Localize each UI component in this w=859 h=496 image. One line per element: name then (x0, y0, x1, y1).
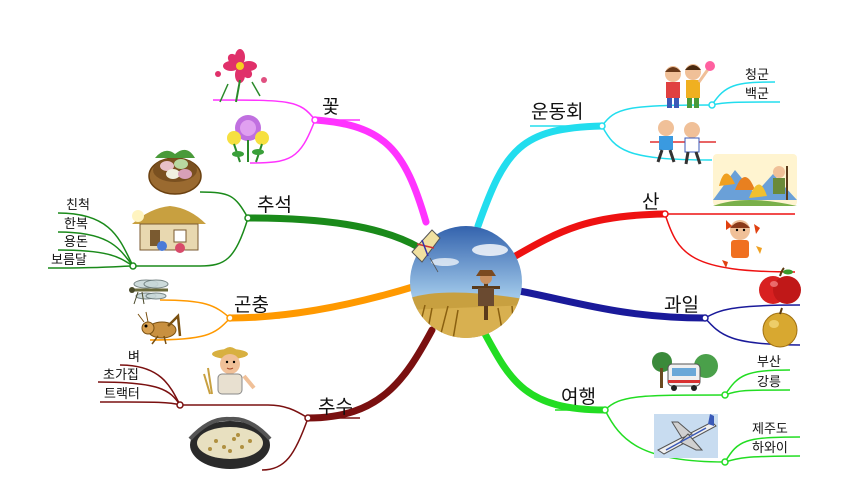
branch-flower-label: 꽃 (322, 96, 340, 118)
grain-basket-icon (188, 416, 272, 469)
sportsday-sub-label: 청군 (745, 68, 769, 83)
branch-sportsday-label: 운동회 (531, 101, 584, 123)
chuseok-sub-label: 용돈 (64, 235, 88, 250)
branch-flower-line (311, 116, 430, 226)
chuseok-sub-label: 보름달 (51, 253, 87, 268)
branch-sportsday-line (474, 122, 606, 230)
autumn-scene-icon (410, 226, 522, 338)
branch-chuseok-line (244, 214, 424, 252)
grasshopper-icon (137, 311, 182, 345)
branch-mountain-label: 산 (642, 191, 660, 213)
branch-harvest-line (304, 326, 436, 422)
running-kids-icon (650, 120, 716, 165)
branch-travel-label: 여행 (561, 386, 596, 408)
branch-insect-label: 곤충 (234, 294, 269, 316)
branch-fruit-label: 과일 (664, 294, 699, 316)
harvest-sub-label: 트랙터 (104, 387, 140, 402)
songpyeon-icon (148, 149, 202, 195)
branch-fruit-line (510, 286, 709, 322)
harvest-sub-label: 벼 (128, 350, 140, 365)
travel-sub-label: 하와이 (752, 441, 788, 456)
chuseok-sub-label: 한복 (64, 217, 88, 232)
autumn-mountain-icon (713, 154, 797, 206)
sportsday-sub-label: 백군 (745, 87, 769, 102)
dragonfly-icon (129, 279, 169, 305)
pear-icon (762, 307, 798, 348)
apple-icon (759, 267, 801, 304)
cheering-kids-icon (665, 61, 715, 108)
travel-sub-label: 부산 (757, 355, 781, 370)
chuseok-sub-label: 친척 (66, 198, 90, 213)
chrysanthemum-icon (227, 115, 269, 163)
branch-travel-line (480, 328, 609, 414)
branch-chuseok-label: 추석 (257, 194, 292, 216)
branch-mountain-line (508, 210, 669, 262)
travel-sub-label: 강릉 (757, 375, 781, 390)
branch-insect-line (226, 282, 420, 322)
travel-sub-label: 제주도 (752, 422, 788, 437)
airplane-icon (654, 414, 718, 458)
branch-harvest-label: 추수 (318, 396, 353, 418)
bus-icon (652, 352, 718, 391)
cosmos-flower-icon (215, 49, 267, 103)
traditional-house-icon (132, 206, 206, 253)
farmer-icon (203, 347, 256, 395)
child-with-leaves-icon (722, 220, 762, 268)
harvest-sub-label: 초가집 (103, 368, 139, 383)
